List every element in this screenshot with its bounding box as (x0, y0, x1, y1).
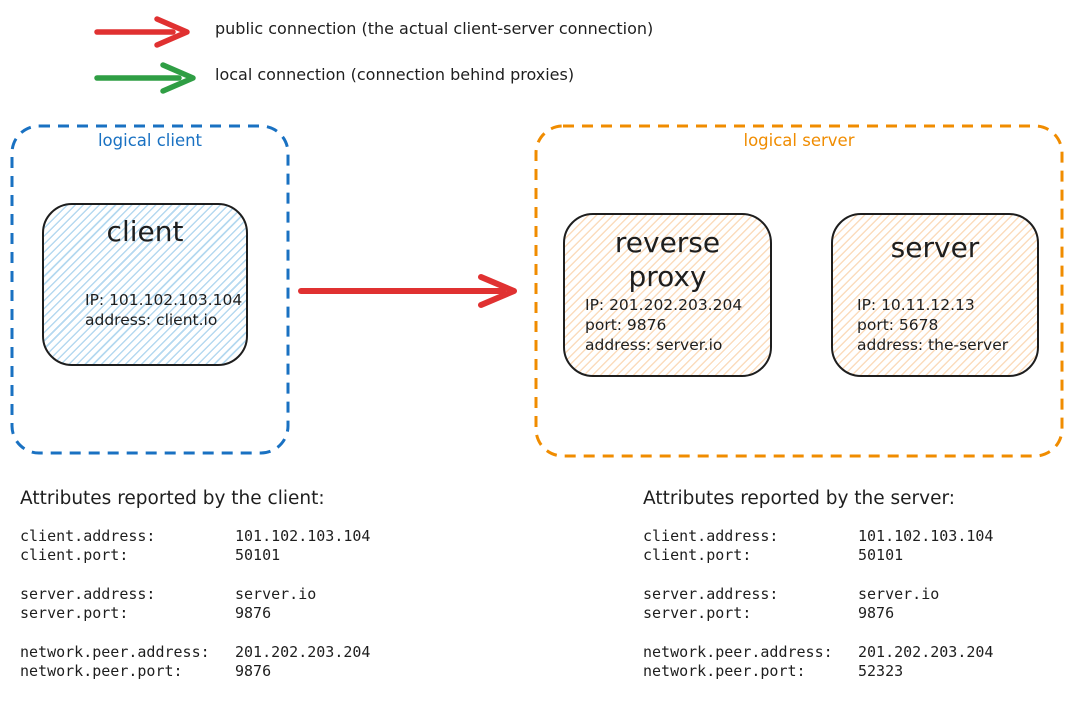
dashed-border (534, 124, 1064, 458)
dashed-border (10, 124, 290, 455)
attr-value: 201.202.203.204 (858, 643, 994, 661)
client-node-title: client (106, 215, 184, 248)
attr-label: server.address: (643, 585, 779, 603)
attr-row: server.address: server.io (20, 585, 440, 604)
attr-label: client.address: (20, 527, 156, 545)
attr-value: 9876 (858, 604, 895, 622)
attr-value: 9876 (235, 604, 272, 622)
reverse-proxy-address: address: server.io (585, 336, 723, 354)
attr-value: 101.102.103.104 (235, 527, 371, 545)
attr-label: network.peer.address: (643, 643, 833, 661)
public-connection-arrow-icon (93, 13, 193, 55)
client-address: address: client.io (85, 311, 218, 329)
public-connection-legend-label: public connection (the actual client-ser… (215, 19, 654, 38)
reverse-proxy-port: port: 9876 (585, 316, 667, 334)
logical-server-label: logical server (743, 131, 855, 150)
client-attributes-panel: Attributes reported by the client: clien… (20, 487, 440, 701)
server-attr-group: client.address: 101.102.103.104 client.p… (643, 527, 1063, 565)
attr-label: client.port: (643, 546, 752, 564)
server-node: server IP: 10.11.12.13 port: 5678 addres… (831, 213, 1039, 377)
attr-label: server.port: (643, 604, 752, 622)
attr-row: server.port: 9876 (20, 604, 440, 623)
reverse-proxy-node-title: reverse proxy (614, 226, 721, 293)
attr-value: 101.102.103.104 (858, 527, 994, 545)
attr-row: network.peer.port: 52323 (643, 662, 1063, 681)
client-node-details: IP: 101.102.103.104 address: client.io (85, 290, 242, 330)
client-ip: IP: 101.102.103.104 (85, 291, 243, 309)
server-node-title: server (890, 231, 980, 264)
attr-label: network.peer.port: (643, 662, 806, 680)
attr-row: server.port: 9876 (643, 604, 1063, 623)
local-connection-legend-label: local connection (connection behind prox… (215, 65, 575, 84)
attr-value: 201.202.203.204 (235, 643, 371, 661)
attr-row: client.address: 101.102.103.104 (20, 527, 440, 546)
logical-client-label: logical client (97, 131, 203, 150)
attr-row: client.port: 50101 (643, 546, 1063, 565)
server-attributes-heading: Attributes reported by the server: (643, 488, 955, 509)
attr-label: network.peer.port: (20, 662, 183, 680)
client-attr-group: client.address: 101.102.103.104 client.p… (20, 527, 440, 565)
server-address: address: the-server (857, 336, 1009, 354)
server-ip: IP: 10.11.12.13 (857, 296, 975, 314)
reverse-proxy-ip: IP: 201.202.203.204 (585, 296, 743, 314)
local-connection-arrow-icon (93, 59, 201, 101)
attr-row: network.peer.port: 9876 (20, 662, 440, 681)
server-attr-group: network.peer.address: 201.202.203.204 ne… (643, 643, 1063, 681)
attr-label: client.address: (643, 527, 779, 545)
reverse-proxy-node-details: IP: 201.202.203.204 port: 9876 address: … (585, 295, 742, 355)
client-attributes-heading: Attributes reported by the client: (20, 488, 325, 509)
attr-value: server.io (235, 585, 317, 603)
reverse-proxy-node: reverse proxy IP: 201.202.203.204 port: … (563, 213, 772, 377)
server-attr-group: server.address: server.io server.port: 9… (643, 585, 1063, 623)
attr-value: 50101 (235, 546, 281, 564)
attr-label: network.peer.address: (20, 643, 210, 661)
server-node-details: IP: 10.11.12.13 port: 5678 address: the-… (857, 295, 1008, 355)
client-node: client IP: 101.102.103.104 address: clie… (42, 203, 248, 366)
server-port: port: 5678 (857, 316, 939, 334)
attr-value: 9876 (235, 662, 272, 680)
attr-value: 50101 (858, 546, 904, 564)
public-connection-main-arrow-icon (295, 269, 521, 317)
attr-value: server.io (858, 585, 940, 603)
server-attributes-panel: Attributes reported by the server: clien… (643, 487, 1063, 701)
attr-row: server.address: server.io (643, 585, 1063, 604)
attr-row: network.peer.address: 201.202.203.204 (643, 643, 1063, 662)
attr-value: 52323 (858, 662, 904, 680)
attr-row: client.port: 50101 (20, 546, 440, 565)
client-attr-group: network.peer.address: 201.202.203.204 ne… (20, 643, 440, 681)
attr-row: client.address: 101.102.103.104 (643, 527, 1063, 546)
client-attr-group: server.address: server.io server.port: 9… (20, 585, 440, 623)
attr-label: server.address: (20, 585, 156, 603)
logical-server-group: logical server (534, 124, 1064, 458)
logical-client-group: logical client (10, 124, 290, 455)
attr-label: client.port: (20, 546, 129, 564)
attr-row: network.peer.address: 201.202.203.204 (20, 643, 440, 662)
attr-label: server.port: (20, 604, 129, 622)
